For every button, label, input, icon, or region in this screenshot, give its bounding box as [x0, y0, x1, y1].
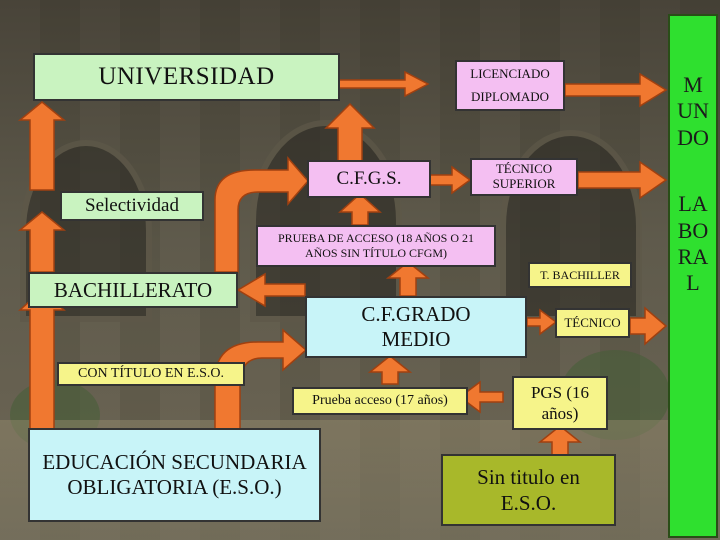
cf-grado-medio-box: C.F.GRADO MEDIO	[305, 296, 527, 358]
arrow-cfgm-to-tecnico	[526, 308, 558, 336]
tecnico-label: TÉCNICO	[564, 315, 621, 330]
sin-titulo-eso-box: Sin titulo en E.S.O.	[441, 454, 616, 526]
arrow-titles-to-mundo	[564, 72, 668, 108]
pgs-box: PGS (16 años)	[512, 376, 608, 430]
arrow-cfgs-to-universidad	[324, 102, 376, 163]
diplomado-box: DIPLOMADO	[455, 85, 565, 111]
cfgs-box: C.F.G.S.	[307, 160, 431, 198]
arrow-tecnico-superior-to-mundo	[577, 160, 668, 200]
selectividad-label: Selectividad	[85, 195, 179, 216]
t-bachiller-box: T. BACHILLER	[528, 262, 632, 288]
arrow-prueba17-to-cfgm	[367, 355, 413, 385]
cf-grado-medio-label: C.F.GRADO MEDIO	[361, 301, 471, 351]
tecnico-superior-box: TÉCNICO SUPERIOR	[470, 158, 578, 196]
prueba-acceso-cfgs-box: PRUEBA DE ACCESO (18 AÑOS O 21 AÑOS SIN …	[256, 225, 496, 267]
universidad-box: UNIVERSIDAD	[33, 53, 340, 101]
arrow-eso-to-bachillerato	[18, 288, 66, 431]
arrow-cfgm-to-bachillerato	[236, 272, 306, 308]
mundo-line: BO	[677, 217, 709, 243]
universidad-label: UNIVERSIDAD	[98, 63, 275, 90]
prueba-acceso-17-box: Prueba acceso (17 años)	[292, 387, 468, 415]
diplomado-label: DIPLOMADO	[471, 89, 549, 104]
arrow-cfgs-to-tecnico-superior	[429, 165, 472, 195]
licenciado-box: LICENCIADO	[455, 60, 565, 86]
mundo-line: RA	[677, 243, 709, 269]
pgs-label: PGS (16 años)	[530, 382, 590, 423]
prueba-acceso-17-label: Prueba acceso (17 años)	[312, 393, 448, 408]
bachillerato-label: BACHILLERATO	[53, 277, 213, 302]
tecnico-superior-label: TÉCNICO SUPERIOR	[492, 161, 556, 191]
arrow-universidad-to-titles	[337, 70, 430, 98]
mundo-line: UN	[677, 98, 709, 124]
mundo-line: L	[686, 270, 700, 296]
prueba-acceso-cfgs-label: PRUEBA DE ACCESO (18 AÑOS O 21 AÑOS SIN …	[277, 231, 475, 260]
arrow-bachillerato-to-selectividad	[17, 211, 67, 273]
mundo-line: DO	[677, 124, 709, 150]
arrow-bachillerato-to-cfgs	[214, 155, 309, 273]
con-titulo-eso-box: CON TÍTULO EN E.S.O.	[57, 362, 245, 386]
arrow-sintitulo-to-pgs	[537, 425, 583, 457]
mundo-laboral-column: M UN DO LA BO RA L	[668, 14, 718, 538]
arrow-cfgm-to-prueba	[385, 261, 431, 297]
selectividad-box: Selectividad	[60, 191, 204, 221]
arrow-tecnico-to-mundo	[629, 306, 668, 346]
mundo-line: LA	[678, 191, 708, 217]
bachillerato-box: BACHILLERATO	[28, 272, 238, 308]
mundo-line: M	[683, 72, 703, 97]
eso-label: EDUCACIÓN SECUNDARIA OBLIGATORIA (E.S.O.…	[42, 449, 307, 499]
arrow-selectividad-to-universidad	[17, 101, 67, 191]
arrow-prueba-to-cfgs	[338, 192, 382, 226]
eso-box: EDUCACIÓN SECUNDARIA OBLIGATORIA (E.S.O.…	[28, 428, 321, 522]
t-bachiller-label: T. BACHILLER	[540, 267, 620, 282]
sin-titulo-eso-label: Sin titulo en E.S.O.	[477, 464, 580, 515]
tecnico-box: TÉCNICO	[555, 308, 630, 338]
con-titulo-eso-label: CON TÍTULO EN E.S.O.	[78, 366, 224, 381]
cfgs-label: C.F.G.S.	[336, 168, 402, 189]
licenciado-label: LICENCIADO	[470, 66, 550, 81]
arrow-sintitulo-to-prueba17	[458, 380, 504, 414]
